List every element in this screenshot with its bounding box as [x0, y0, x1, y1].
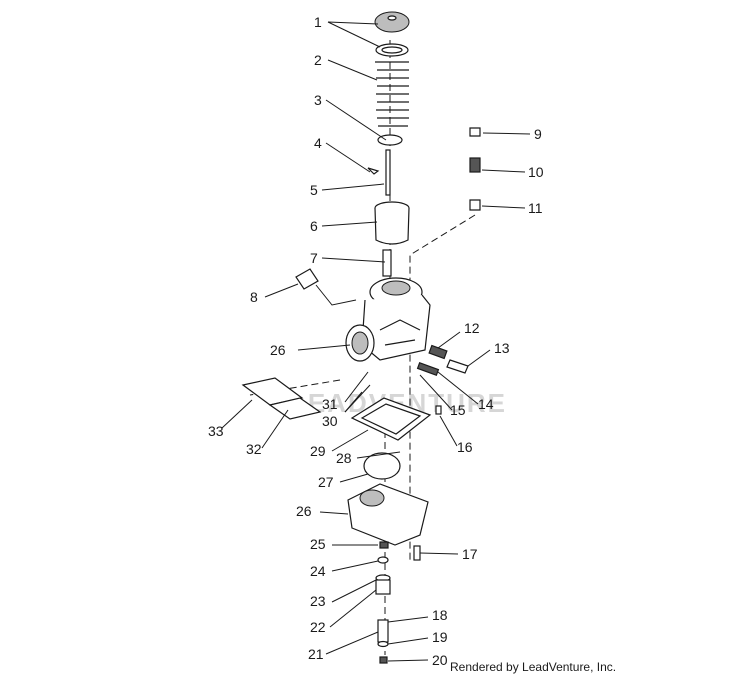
- credit-text: Rendered by LeadVenture, Inc.: [450, 660, 616, 674]
- callout-17: 17: [462, 546, 478, 562]
- part-slide: [374, 201, 410, 245]
- part-spring: [375, 61, 409, 127]
- callout-25: 25: [310, 536, 326, 552]
- callout-26-lower: 26: [296, 503, 312, 519]
- leader-lines: [221, 21, 531, 662]
- callout-26-upper: 26: [270, 342, 286, 358]
- part-retainer: [377, 134, 403, 146]
- part-float-screws-right: [469, 127, 481, 211]
- part-jets-stack: [375, 541, 391, 664]
- callout-30: 30: [322, 413, 338, 429]
- callout-23: 23: [310, 593, 326, 609]
- callout-5: 5: [310, 182, 318, 198]
- callout-22: 22: [310, 619, 326, 635]
- callout-18: 18: [432, 607, 448, 623]
- callout-24: 24: [310, 563, 326, 579]
- part-idle-screw: [416, 361, 440, 377]
- callout-13: 13: [494, 340, 510, 356]
- part-jet-needle: [382, 249, 392, 277]
- callout-15: 15: [450, 402, 466, 418]
- callout-33: 33: [208, 423, 224, 439]
- callout-1: 1: [314, 14, 322, 30]
- callout-14: 14: [478, 396, 494, 412]
- part-screw-12-13: [428, 344, 469, 374]
- part-float-bowl-gasket: [350, 397, 432, 441]
- callout-27: 27: [318, 474, 334, 490]
- callout-labels: 1 2 3 4 5 6 7 8 9 10 11 12 13 14 15 16 1…: [208, 14, 544, 668]
- callout-7: 7: [310, 250, 318, 266]
- callout-31: 31: [322, 396, 338, 412]
- callout-3: 3: [314, 92, 322, 108]
- callout-19: 19: [432, 629, 448, 645]
- part-needle-clip: [367, 149, 391, 196]
- callout-6: 6: [310, 218, 318, 234]
- part-gasket-tags: [241, 377, 322, 420]
- callout-21: 21: [308, 646, 324, 662]
- part-carb-body: [345, 277, 431, 362]
- callout-8: 8: [250, 289, 258, 305]
- callout-32: 32: [246, 441, 262, 457]
- callout-20: 20: [432, 652, 448, 668]
- callout-11: 11: [528, 200, 543, 216]
- part-float-bowl: [347, 483, 429, 546]
- part-drain-screw: [413, 405, 442, 561]
- callout-2: 2: [314, 52, 322, 68]
- callout-28: 28: [336, 450, 352, 466]
- callout-9: 9: [534, 126, 542, 142]
- part-cap: [374, 11, 410, 57]
- callout-4: 4: [314, 135, 322, 151]
- part-choke-plunger: [295, 268, 357, 306]
- callout-10: 10: [528, 164, 544, 180]
- callout-12: 12: [464, 320, 480, 336]
- callout-16: 16: [457, 439, 473, 455]
- callout-29: 29: [310, 443, 326, 459]
- part-float: [363, 452, 401, 480]
